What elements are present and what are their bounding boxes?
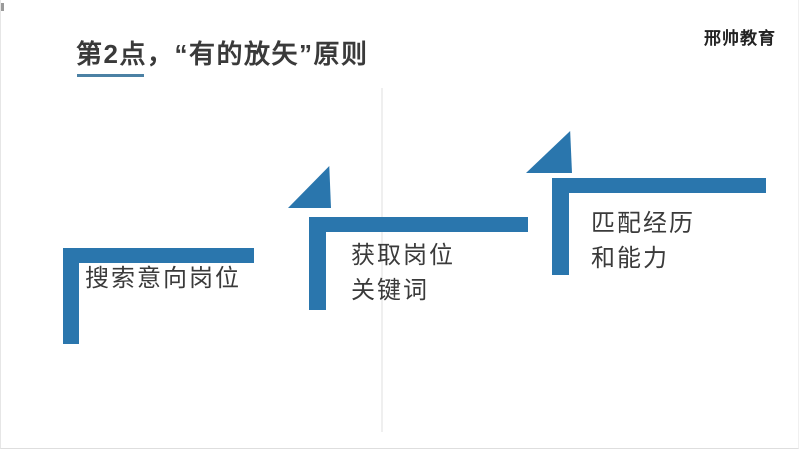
step3-label: 匹配经历 和能力: [591, 206, 695, 276]
step2-vertical-bar: [309, 217, 326, 310]
step3-label-line2: 和能力: [591, 245, 669, 272]
step3-horizontal-bar: [552, 178, 766, 193]
step2-horizontal-bar: [309, 217, 528, 232]
step2-arrowhead-icon: [288, 166, 331, 208]
step1-horizontal-bar: [63, 248, 254, 263]
step3-vertical-bar: [552, 178, 569, 275]
step2-label-line1: 获取岗位: [351, 242, 455, 269]
step2-label-line2: 关键词: [351, 277, 429, 304]
corner-artifact: [1, 3, 4, 11]
step3-label-line1: 匹配经历: [591, 210, 695, 237]
step1-label-line1: 搜索意向岗位: [85, 265, 241, 292]
brand-logo: 邢帅教育: [704, 29, 776, 48]
step2-label: 获取岗位 关键词: [351, 238, 455, 308]
slide-title: 第2点，“有的放矢”原则: [76, 39, 369, 69]
step1-label: 搜索意向岗位: [85, 262, 241, 296]
vertical-crease-line: [381, 88, 383, 432]
step1-vertical-bar: [63, 248, 79, 344]
title-underline: [77, 74, 144, 77]
step3-arrowhead-icon: [526, 131, 572, 173]
